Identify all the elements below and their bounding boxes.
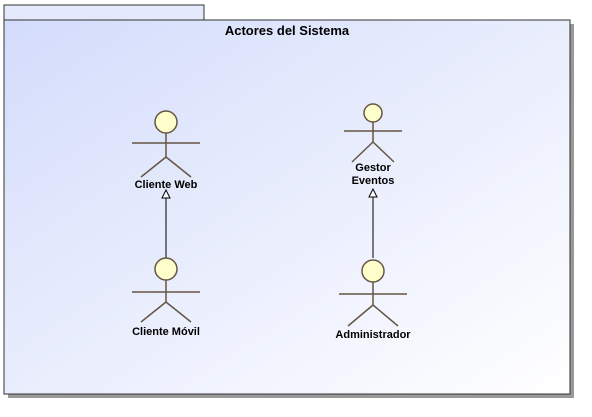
actor-cliente-web[interactable]: Cliente Web (132, 110, 200, 191)
actor-gestor-eventos[interactable]: Gestor Eventos (344, 103, 402, 187)
stick-figure-icon (132, 110, 200, 178)
actor-administrador[interactable]: Administrador (335, 259, 411, 341)
generalization-administrador-to-gestor-eventos[interactable] (368, 187, 378, 258)
stick-figure-icon (132, 257, 200, 323)
generalization-cliente-movil-to-cliente-web[interactable] (161, 188, 171, 258)
actor-label: Cliente Web (135, 179, 198, 191)
stick-figure-icon (339, 259, 407, 327)
actor-label: Cliente Móvil (132, 326, 200, 338)
actor-label-line-2: Eventos (352, 175, 395, 187)
actor-label-line-1: Gestor (355, 162, 391, 174)
actor-label: Administrador (335, 329, 411, 341)
stick-figure-icon (344, 103, 402, 163)
system-frame[interactable] (3, 19, 571, 395)
actor-cliente-movil[interactable]: Cliente Móvil (132, 257, 200, 338)
package-tab[interactable] (3, 4, 205, 23)
frame-title: Actores del Sistema (225, 23, 350, 38)
